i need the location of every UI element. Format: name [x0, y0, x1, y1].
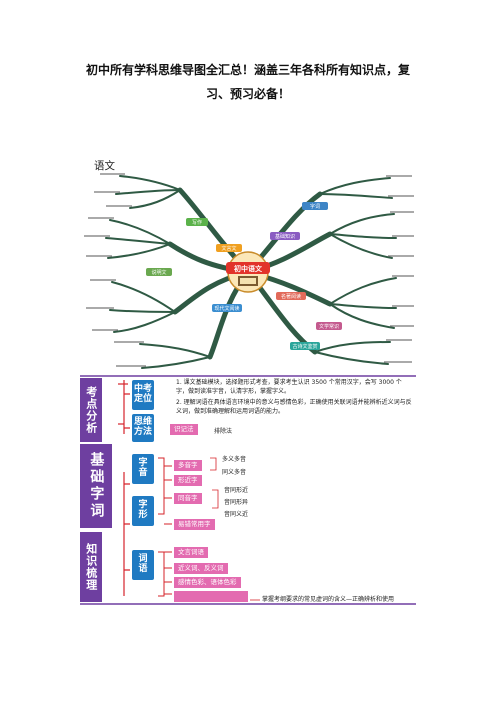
svg-text:现代文阅读: 现代文阅读 — [214, 305, 239, 312]
svg-text:基础知识: 基础知识 — [275, 233, 295, 240]
svg-text:写作: 写作 — [192, 219, 202, 226]
zixing-node: 字形 — [132, 496, 154, 526]
ziyin-label: 字音 — [138, 458, 148, 478]
yicuo-tag: 易错常用字 — [174, 519, 215, 530]
siwei-fangfa-node: 思维方法 — [132, 414, 154, 442]
mindmap-tags: 写作 文言文 现代文阅读 基础知识 名著阅读 古诗文鉴赏 文学常识 说明文 字词 — [146, 202, 342, 350]
page-title: 初中所有学科思维导图全汇总！涵盖三年各科所有知识点，复 习、预习必备！ — [60, 58, 436, 106]
svg-text:古诗文鉴赏: 古诗文鉴赏 — [292, 343, 317, 350]
zhongkao-text-2: 2. 理解词语在具体语言环境中的意义与感情色彩，正确使用关联词语并能辨析近义词与… — [176, 399, 412, 415]
subject-label: 语文 — [94, 160, 115, 172]
tongyin-sub-2: 音同形异 — [224, 499, 249, 506]
zhongkao-text-1: 1. 课文基础模块，选择题形式考查，要求考生认识 3500 个常用汉字，会写 3… — [176, 379, 402, 395]
tongyin-sub-3: 音同义近 — [224, 511, 249, 518]
svg-text:名著阅读: 名著阅读 — [281, 293, 301, 300]
method-tag: 识记法 — [170, 424, 198, 435]
mindmap-center-label: 初中语文 — [234, 264, 263, 273]
zhishi-shuli-bar: 知识梳理 — [80, 532, 102, 602]
ciyu-node: 词语 — [132, 550, 154, 580]
zhongkao-dingwei-node: 中考定位 — [132, 380, 154, 410]
zixing-label: 字形 — [138, 500, 148, 520]
svg-text:说明文: 说明文 — [151, 269, 166, 276]
title-line-2: 习、预习必备！ — [205, 87, 290, 101]
jichu-zici-bar: 基础字词 — [80, 444, 112, 528]
tongyin-sub-1: 音同形近 — [224, 487, 249, 494]
kaodian-fenxi-bar: 考点分析 — [80, 378, 102, 442]
zhishi-shuli-label: 知识梳理 — [84, 543, 98, 591]
knowledge-chart: 考点分析 基础字词 知识梳理 中考定位 思维方法 字音 字形 词语 1. 课文基… — [80, 374, 416, 606]
ziyin-node: 字音 — [132, 454, 154, 484]
svg-text:文言文: 文言文 — [221, 245, 236, 252]
siwei-fangfa-label: 思维方法 — [134, 417, 153, 437]
xingjin-tag: 形近字 — [174, 475, 202, 486]
svg-text:文学常识: 文学常识 — [319, 323, 339, 330]
ganqing-secai-tag: 感情色彩、语体色彩 — [174, 577, 241, 588]
wenyan-ciyu-tag: 文言词语 — [174, 547, 208, 558]
tongyin-tag: 同音字 — [174, 493, 202, 504]
mindmap-text-lines — [84, 173, 414, 367]
method-text: 排除法 — [214, 428, 233, 435]
jichu-zici-label: 基础字词 — [88, 452, 105, 520]
mindmap-center: 初中语文 — [226, 251, 270, 293]
svg-text:字词: 字词 — [310, 203, 320, 210]
chart-connectors — [80, 375, 416, 605]
xuci-text: 掌握考纲要求的常见虚词的含义—正确辨析和使用 — [262, 596, 395, 603]
zhongkao-dingwei-label: 中考定位 — [134, 384, 153, 404]
duoyin-sub-2: 同义多音 — [222, 469, 247, 476]
mindmap-image: 写作 文言文 现代文阅读 基础知识 名著阅读 古诗文鉴赏 文学常识 说明文 字词… — [80, 172, 416, 372]
duoyin-tag: 多音字 — [174, 460, 202, 471]
xuci-tag — [174, 591, 248, 602]
title-line-1: 初中所有学科思维导图全汇总！涵盖三年各科所有知识点，复 — [85, 63, 410, 77]
kaodian-fenxi-label: 考点分析 — [84, 386, 98, 434]
ciyu-label: 词语 — [138, 554, 148, 574]
jinyi-fanyi-tag: 近义词、反义词 — [174, 563, 228, 574]
duoyin-sub-1: 多义多音 — [222, 456, 247, 463]
